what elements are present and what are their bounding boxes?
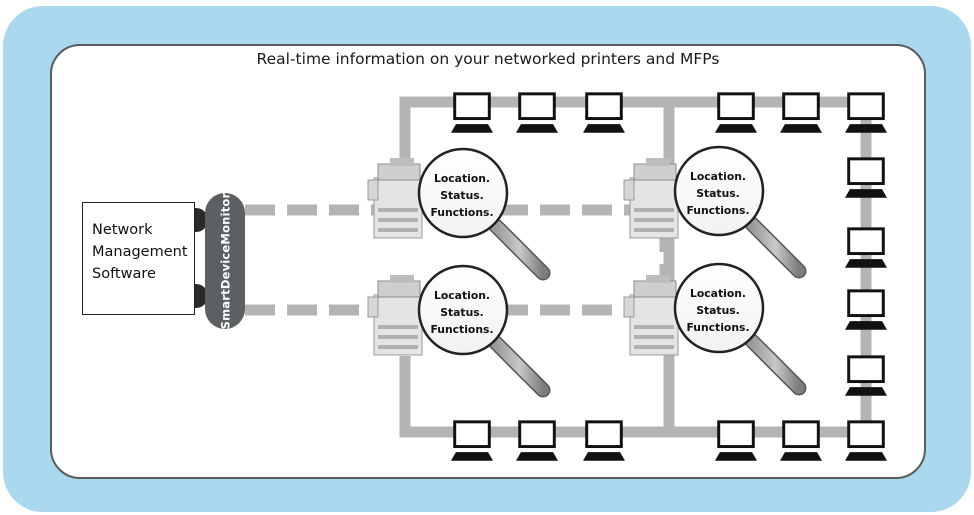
computer-icon — [715, 92, 757, 134]
software-line: Software — [92, 266, 156, 282]
computer-icon — [845, 355, 887, 397]
info-functions: Functions. — [686, 204, 750, 217]
computer-icon — [845, 227, 887, 269]
computer-icon — [845, 157, 887, 199]
printer-icon — [367, 158, 423, 239]
computer-icon — [845, 420, 887, 462]
info-functions: Functions. — [686, 321, 750, 334]
info-functions: Functions. — [430, 323, 494, 336]
computer-icon — [780, 420, 822, 462]
device-info: Location. Status. Functions. — [422, 170, 502, 221]
info-status: Status. — [440, 189, 484, 202]
info-status: Status. — [696, 187, 740, 200]
printer-icon — [623, 158, 679, 239]
info-functions: Functions. — [430, 206, 494, 219]
computer-icon — [516, 420, 558, 462]
printers — [367, 158, 679, 356]
printer-icon — [367, 275, 423, 356]
magnifier-icon — [673, 145, 807, 279]
magnifiers — [417, 145, 807, 398]
software-label: Network Management Software — [92, 219, 188, 285]
magnifier-icon — [417, 147, 551, 281]
magnifier-icon — [673, 262, 807, 396]
computer-icon — [583, 420, 625, 462]
smart-device-monitor-tab — [205, 193, 245, 329]
info-status: Status. — [440, 306, 484, 319]
info-location: Location. — [433, 172, 491, 185]
computer-icon — [516, 92, 558, 134]
computer-icon — [451, 92, 493, 134]
diagram-title: Real-time information on your networked … — [256, 50, 720, 68]
computer-icon — [845, 92, 887, 134]
info-status: Status. — [696, 304, 740, 317]
computer-icon — [715, 420, 757, 462]
info-location: Location. — [689, 287, 747, 300]
monitor-label: SmartDeviceMonitor — [218, 192, 232, 330]
computer-icon — [780, 92, 822, 134]
software-line: Management — [92, 244, 188, 260]
device-info: Location. Status. Functions. — [422, 287, 502, 338]
software-line: Network — [92, 222, 153, 238]
info-location: Location. — [689, 170, 747, 183]
software-box — [82, 202, 195, 315]
computer-icon — [451, 420, 493, 462]
device-info: Location. Status. Functions. — [678, 168, 758, 219]
info-location: Location. — [433, 289, 491, 302]
device-info: Location. Status. Functions. — [678, 285, 758, 336]
computer-icon — [845, 289, 887, 331]
printer-icon — [623, 275, 679, 356]
magnifier-icon — [417, 264, 551, 398]
computer-icon — [583, 92, 625, 134]
